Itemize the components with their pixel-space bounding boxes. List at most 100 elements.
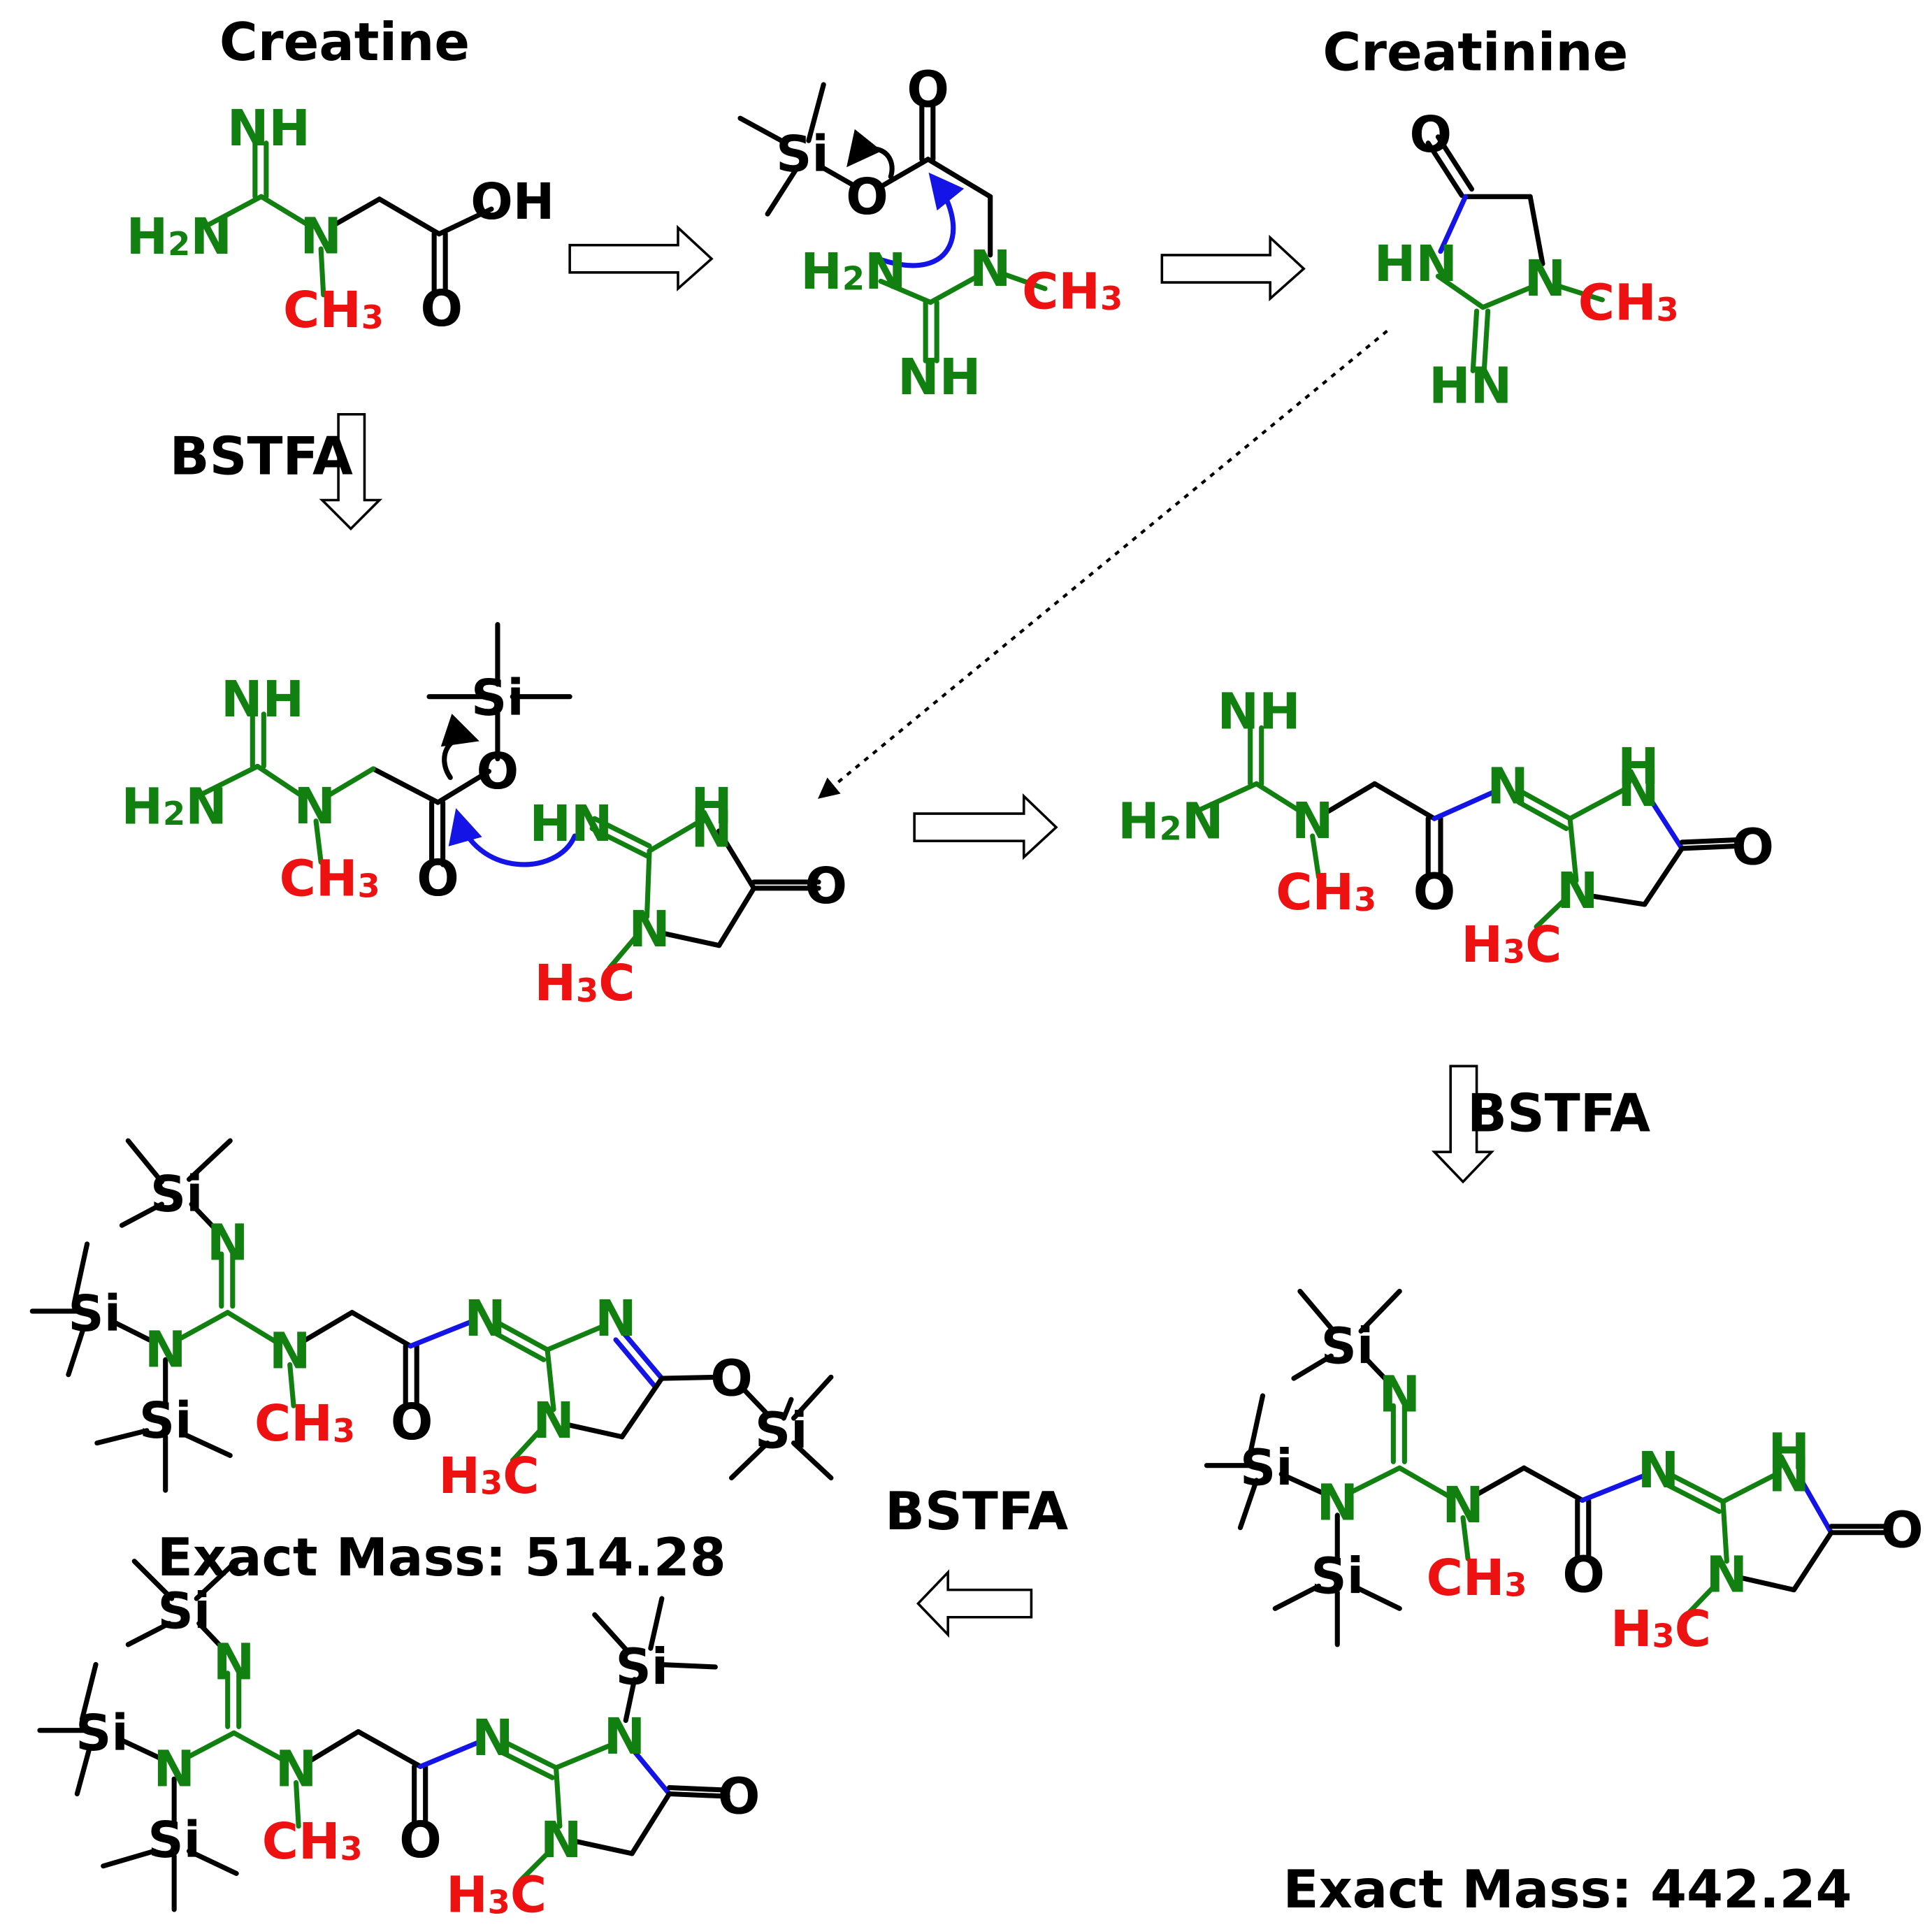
exact-mass-514-label: Exact Mass: 514.28 bbox=[157, 1527, 726, 1588]
silicon-label: Si bbox=[147, 1811, 201, 1869]
ring-h-label: H bbox=[1768, 1423, 1810, 1481]
silicon-label: Si bbox=[1321, 1317, 1374, 1375]
silicon-label: Si bbox=[75, 1704, 129, 1762]
ester-oxygen-label: O bbox=[846, 168, 888, 226]
creatine-title: Creatine bbox=[219, 12, 470, 73]
carbonyl-oxygen-label: O bbox=[1409, 106, 1452, 164]
ring-h-label: H bbox=[691, 777, 733, 835]
silicon-label: Si bbox=[1311, 1547, 1364, 1605]
nitrogen-label: N bbox=[969, 240, 1011, 298]
curved-arrow-icon bbox=[846, 129, 895, 180]
imine-hn-label: HN bbox=[529, 795, 612, 853]
methyl-ch3-label: CH3 bbox=[262, 1812, 363, 1870]
methyl-ch3-label: CH3 bbox=[1578, 273, 1679, 331]
methyl-ch3-label: CH3 bbox=[280, 849, 380, 907]
imine-hn-label: HN bbox=[1429, 356, 1512, 414]
imine-nh-label: NH bbox=[227, 99, 310, 157]
curved-arrow-icon bbox=[440, 714, 480, 780]
ester-oxygen-label: O bbox=[477, 742, 519, 800]
tetra-tms-structure-bonds bbox=[37, 1559, 730, 1912]
silicon-label: Si bbox=[616, 1638, 669, 1696]
imine-nitrogen-label: N bbox=[1487, 757, 1529, 815]
silicon-label: Si bbox=[158, 1582, 211, 1640]
ring-nitrogen-label: N bbox=[604, 1708, 646, 1766]
methyl-h3c-label: H3C bbox=[1461, 915, 1562, 973]
methyl-ch3-label: CH3 bbox=[254, 1394, 355, 1452]
methyl-h3c-label: H3C bbox=[1610, 1599, 1711, 1657]
down-arrow-icon bbox=[319, 412, 383, 531]
exact-mass-442-label: Exact Mass: 442.24 bbox=[1283, 1859, 1852, 1920]
creatine-bonds bbox=[203, 140, 494, 298]
nitrogen-label: N bbox=[628, 900, 670, 958]
nitrogen-label: N bbox=[1524, 250, 1566, 308]
condensation-product-bonds bbox=[1194, 725, 1742, 930]
nitrogen-label: N bbox=[275, 1740, 317, 1798]
imine-nitrogen-label: N bbox=[464, 1290, 506, 1348]
methyl-h3c-label: H3C bbox=[438, 1446, 539, 1504]
silicon-label: Si bbox=[150, 1165, 203, 1223]
bonds-layer bbox=[29, 82, 1891, 1912]
nitrogen-label: N bbox=[1316, 1474, 1358, 1532]
ring-hn-label: HN bbox=[1374, 235, 1457, 293]
methyl-h3c-label: H3C bbox=[446, 1865, 547, 1924]
creatinine-title: Creatinine bbox=[1322, 22, 1628, 82]
amine-h2n-label: H2N bbox=[127, 208, 232, 266]
right-arrow-icon bbox=[568, 224, 714, 291]
reagent-bstfa-label: BSTFA bbox=[170, 426, 353, 487]
nitrogen-label: N bbox=[1292, 792, 1334, 850]
nitrogen-label: N bbox=[269, 1322, 311, 1380]
nitrogen-label: N bbox=[540, 1811, 582, 1869]
methyl-ch3-label: CH3 bbox=[283, 281, 384, 339]
atom-labels-layer: Creatine NH H2N N CH3 OH O Si O O N CH3 … bbox=[68, 12, 1923, 1924]
carbonyl-oxygen-label: O bbox=[1731, 818, 1774, 876]
ring-nitrogen-label: N bbox=[691, 801, 733, 859]
imine-nitrogen-label: N bbox=[1638, 1441, 1680, 1499]
nitrogen-label: N bbox=[145, 1321, 187, 1379]
nitrogen-label: N bbox=[1557, 862, 1599, 920]
amine-h2n-label: H2N bbox=[800, 243, 906, 301]
silicon-label: Si bbox=[471, 669, 524, 727]
curved-arrow-icon bbox=[448, 808, 577, 867]
silicon-label: Si bbox=[68, 1285, 121, 1343]
down-arrow-icon bbox=[1431, 1064, 1495, 1184]
amine-h2n-label: H2N bbox=[121, 777, 226, 835]
reagent-bstfa-label: BSTFA bbox=[885, 1481, 1068, 1542]
carbonyl-oxygen-label: O bbox=[1413, 863, 1456, 921]
imine-nitrogen-label: N bbox=[1378, 1366, 1420, 1424]
imine-nitrogen-label: N bbox=[213, 1633, 255, 1691]
nitrogen-label: N bbox=[300, 208, 342, 266]
carbonyl-oxygen-label: O bbox=[805, 857, 848, 915]
silicon-label: Si bbox=[139, 1392, 192, 1450]
imine-nh-label: NH bbox=[897, 348, 981, 406]
ring-nitrogen-label: N bbox=[1617, 760, 1659, 818]
ring-nitrogen-label: N bbox=[1768, 1445, 1810, 1503]
nitrogen-label: N bbox=[294, 777, 336, 835]
arrows-layer bbox=[319, 129, 1495, 1638]
attack-intermediate-bonds bbox=[200, 621, 821, 971]
imine-nitrogen-label: N bbox=[207, 1214, 249, 1272]
imine-nh-label: NH bbox=[221, 670, 304, 728]
hydroxyl-oh-label: OH bbox=[470, 173, 554, 231]
carbonyl-oxygen-label: O bbox=[1881, 1501, 1924, 1559]
left-arrow-icon bbox=[916, 1569, 1033, 1638]
amine-h2n-label: H2N bbox=[1118, 792, 1223, 850]
carbonyl-oxygen-label: O bbox=[1562, 1546, 1605, 1604]
methyl-h3c-label: H3C bbox=[534, 954, 635, 1012]
carbonyl-oxygen-label: O bbox=[399, 1811, 442, 1869]
ring-h-label: H bbox=[1617, 737, 1659, 795]
mass-514-structure-bonds bbox=[29, 1138, 834, 1493]
methyl-ch3-label: CH3 bbox=[1022, 262, 1123, 320]
curved-arrow-icon bbox=[875, 172, 965, 268]
imine-nitrogen-label: N bbox=[472, 1709, 514, 1767]
nitrogen-label: N bbox=[1706, 1546, 1748, 1604]
reagent-bstfa-label: BSTFA bbox=[1467, 1083, 1650, 1143]
creatinine-bonds bbox=[1425, 134, 1605, 373]
nitrogen-label: N bbox=[1442, 1476, 1484, 1534]
ring-nitrogen-label: N bbox=[595, 1290, 637, 1348]
silicon-label: Si bbox=[755, 1401, 808, 1459]
carbonyl-oxygen-label: O bbox=[718, 1768, 760, 1826]
silicon-label: Si bbox=[776, 125, 829, 183]
carbonyl-oxygen-label: O bbox=[391, 1393, 433, 1451]
